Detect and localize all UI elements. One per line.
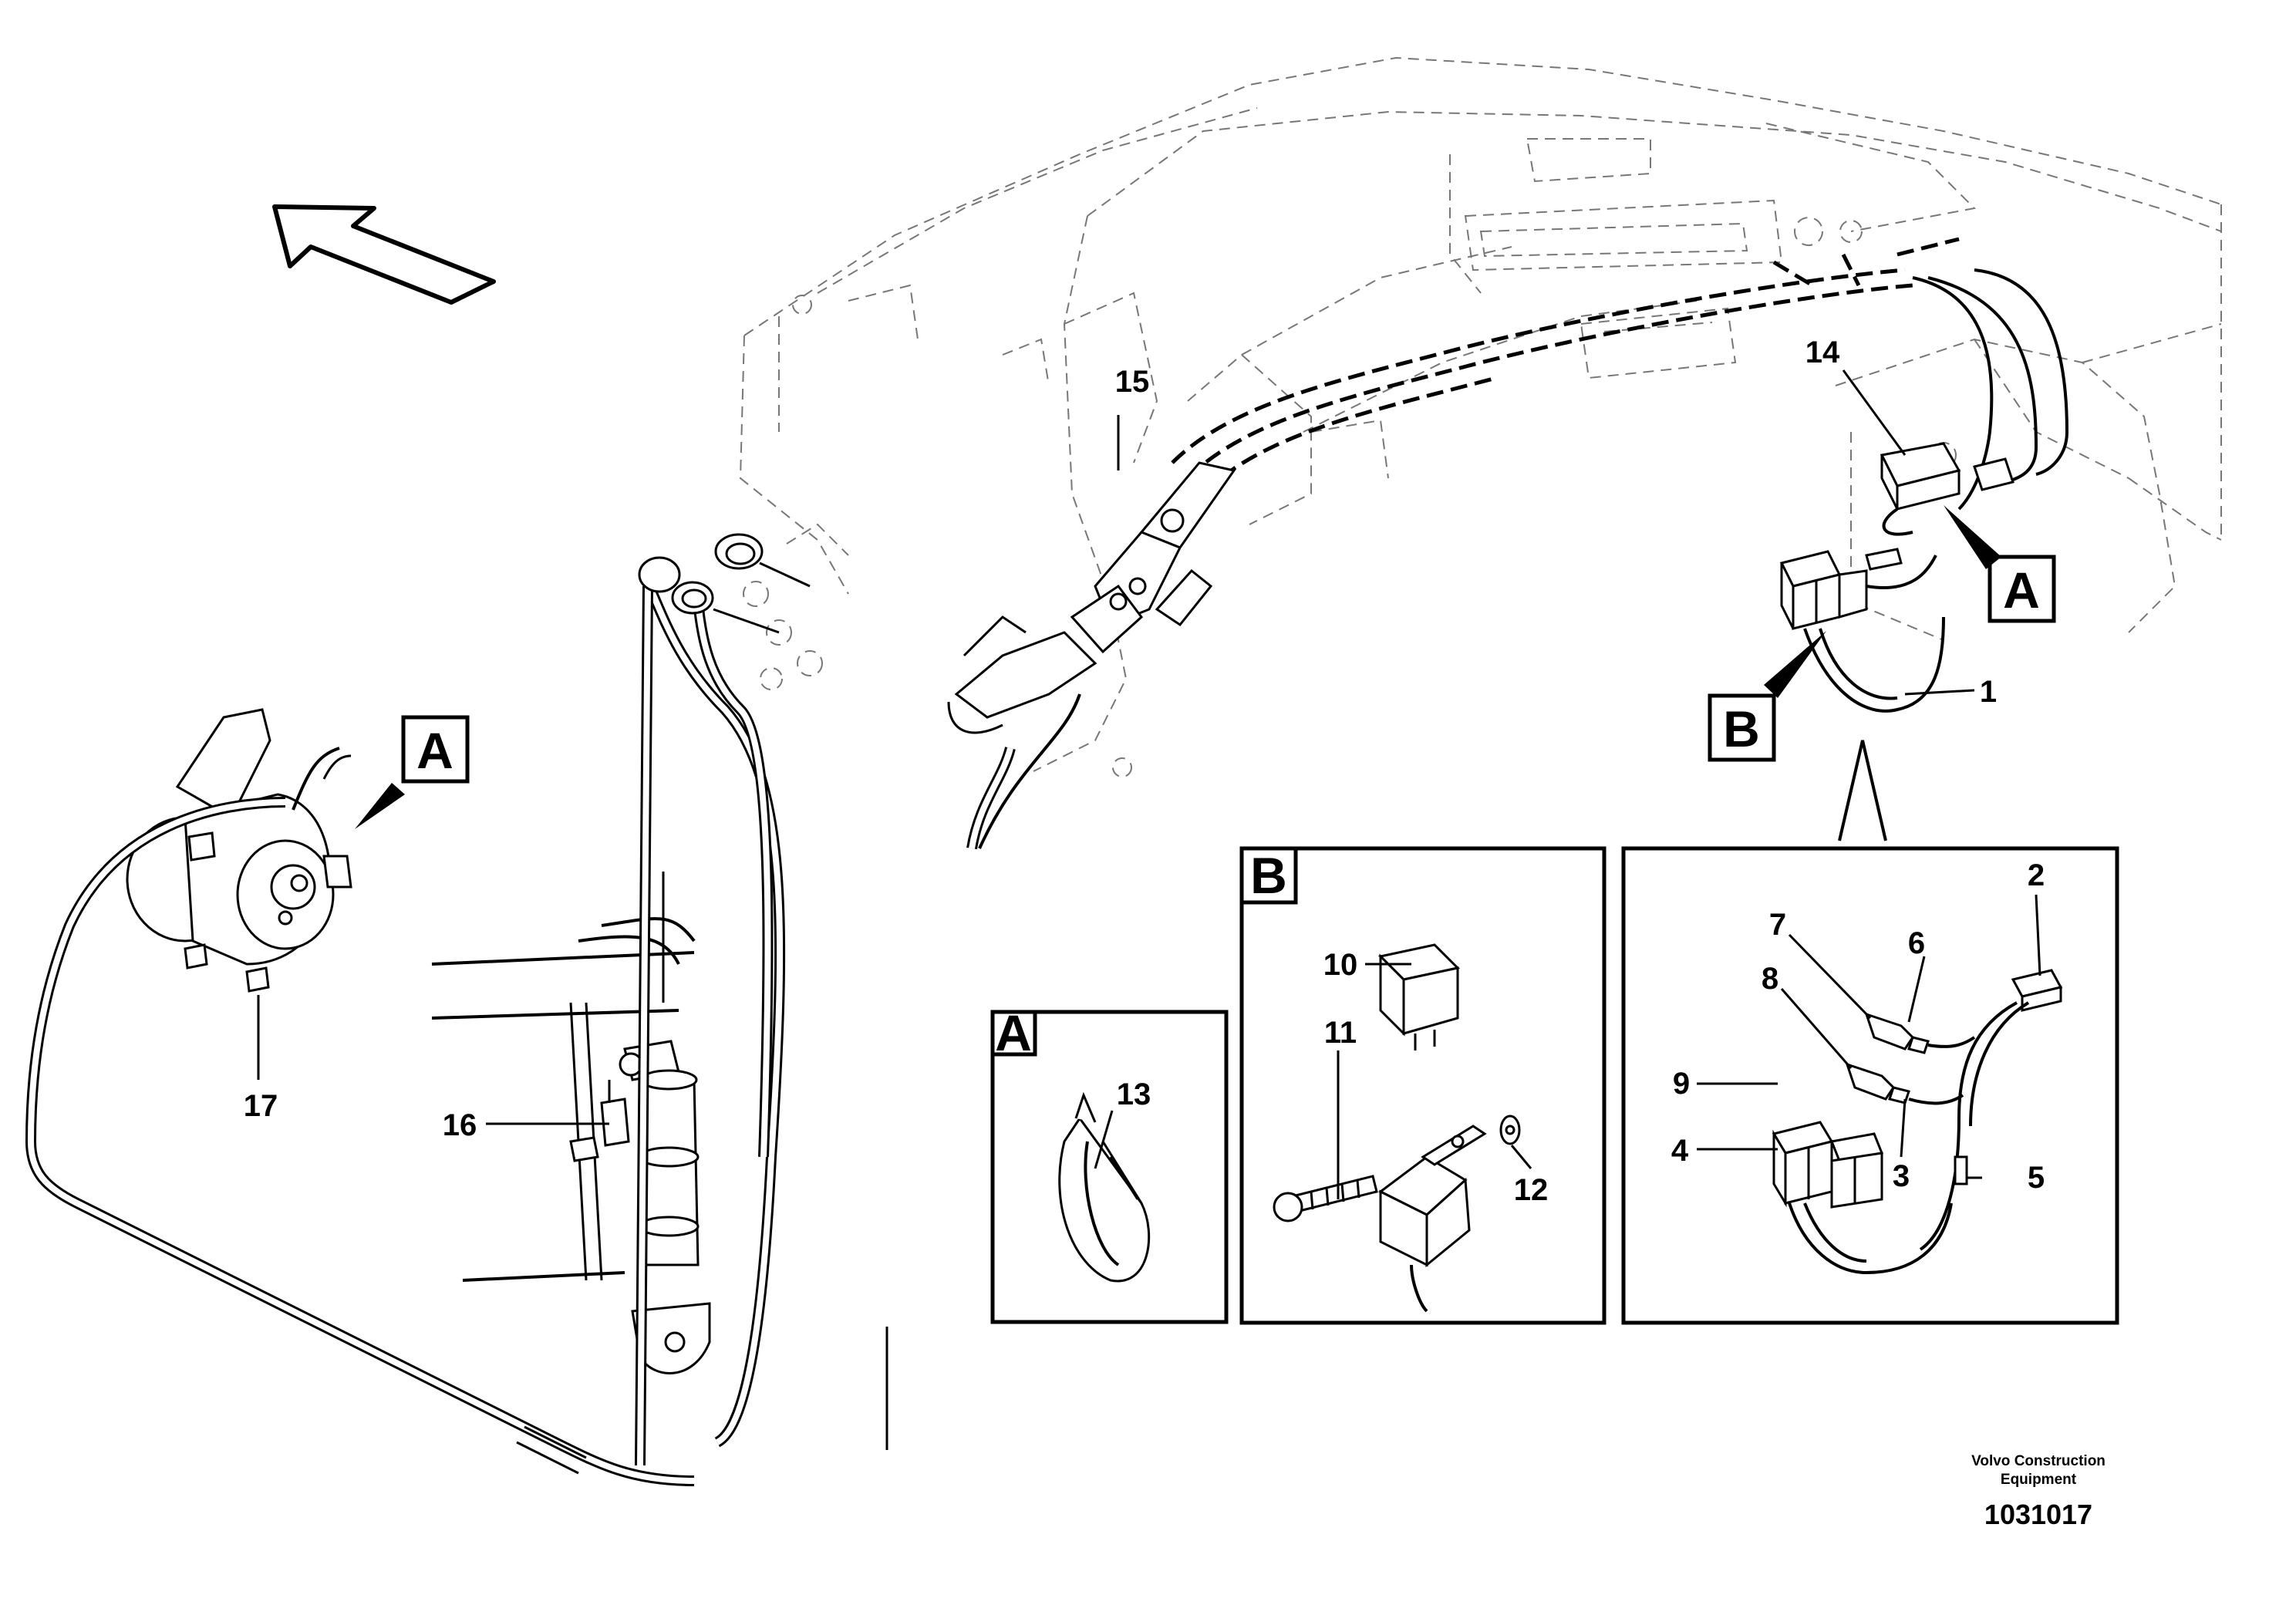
- callout-7: 7: [1769, 908, 1786, 942]
- callout-13: 13: [1117, 1077, 1151, 1111]
- company-line-1: Volvo Construction: [1971, 1453, 2106, 1469]
- callout-4: 4: [1671, 1134, 1689, 1168]
- detail-frame-harness: [1621, 740, 2119, 1325]
- view-label: B: [1723, 700, 1760, 757]
- tag-b-dash: B: [1708, 631, 1826, 762]
- compressor: [126, 708, 352, 993]
- callout-3: 3: [1893, 1159, 1910, 1193]
- callout-8: 8: [1762, 962, 1778, 996]
- direction-arrow-icon: [272, 204, 496, 305]
- drawing-number: 1031017: [1984, 1499, 2092, 1530]
- callout-16: 16: [443, 1108, 477, 1142]
- callout-17: 17: [244, 1089, 278, 1123]
- detail-label-a: A: [995, 1004, 1032, 1061]
- callout-1: 1: [1980, 675, 1997, 709]
- detail-label-b: B: [1250, 847, 1287, 904]
- callout-14: 14: [1805, 336, 1840, 369]
- callout-6: 6: [1908, 926, 1925, 960]
- footer: Volvo Construction Equipment 1031017: [1971, 1453, 2106, 1530]
- callout-2: 2: [2028, 858, 2045, 892]
- callout-5: 5: [2028, 1161, 2045, 1195]
- callout-10: 10: [1323, 948, 1358, 982]
- control-module: [947, 461, 1236, 850]
- callout-11: 11: [1324, 1016, 1357, 1050]
- tag-a-dash: A: [1944, 505, 2056, 623]
- receiver-drier: [431, 872, 711, 1374]
- callout-9: 9: [1673, 1067, 1690, 1101]
- compressor-harness: [25, 797, 695, 1486]
- detail-frame-a: [990, 1010, 1229, 1324]
- callouts: 1 2 3 4 5 6 7 8 9 10 11 12 13 14 15 16 1…: [244, 336, 2045, 1207]
- tag-a-compressor: A: [355, 715, 470, 829]
- callout-15: 15: [1115, 365, 1150, 399]
- relay-14: [1880, 442, 2014, 536]
- cab-dashboard-outline: [739, 56, 2222, 777]
- view-label: A: [2003, 561, 2040, 619]
- refrigerant-hoses: [635, 533, 811, 1466]
- callout-12: 12: [1514, 1173, 1549, 1207]
- leader-lines: [257, 369, 2041, 1450]
- company-line-2: Equipment: [2001, 1472, 2077, 1488]
- relay-block-dash: [1779, 548, 1945, 713]
- detail-frame-b: [1239, 846, 1607, 1325]
- view-label: A: [416, 722, 453, 779]
